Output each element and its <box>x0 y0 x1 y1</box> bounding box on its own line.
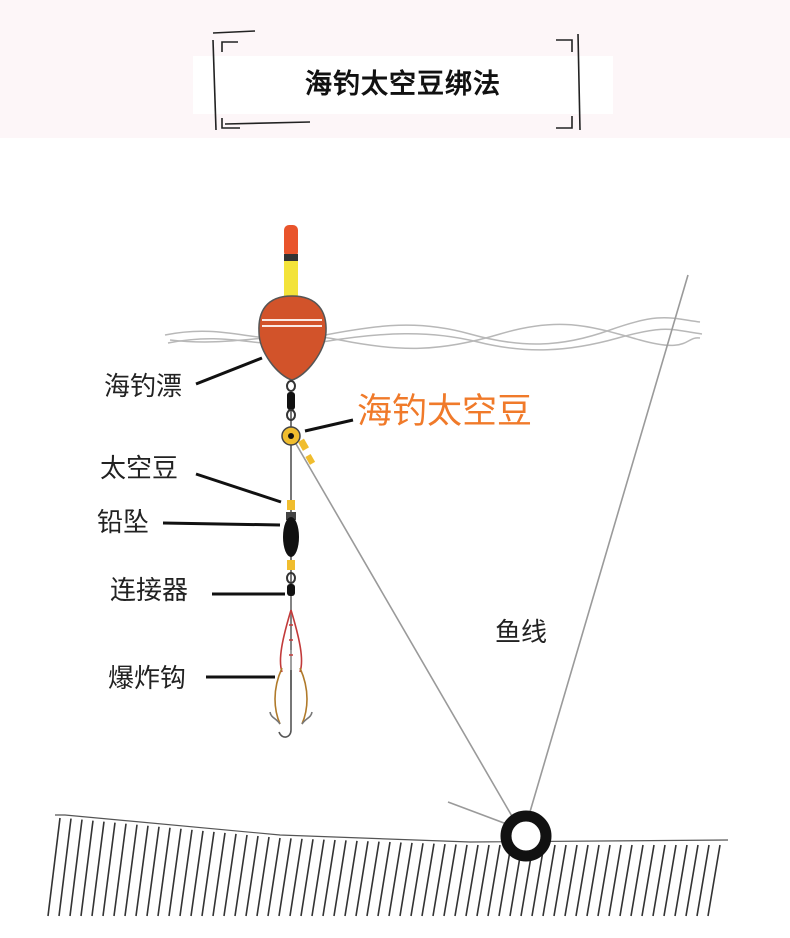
page-title: 海钓太空豆绑法 <box>305 69 501 100</box>
label-float: 海钓漂 <box>104 372 183 402</box>
leader-float <box>195 356 263 386</box>
space-bean <box>287 500 295 510</box>
label-bead: 太空豆 <box>100 454 179 484</box>
treble-hook-icon <box>269 596 313 738</box>
label-highlight: 海钓太空豆 <box>357 392 533 432</box>
title-box <box>193 56 613 114</box>
label-leaders <box>162 356 354 679</box>
line-stub <box>447 801 513 827</box>
float-band <box>284 261 298 299</box>
label-hook: 爆炸钩 <box>108 664 187 694</box>
label-line: 鱼线 <box>495 618 548 648</box>
line-to-ring <box>291 436 521 831</box>
fishing-line <box>291 274 689 831</box>
float <box>258 225 327 381</box>
space-bean-highlight <box>281 426 316 465</box>
float-body <box>258 295 327 381</box>
swivel-icon <box>286 380 296 421</box>
leader-sinker <box>162 521 281 527</box>
label-sinker: 铅坠 <box>97 508 150 538</box>
label-connector: 连接器 <box>110 576 189 606</box>
connector-icon <box>286 572 296 596</box>
leader-bead <box>195 472 282 504</box>
water-surface <box>164 317 703 351</box>
sinker-bead <box>287 560 295 570</box>
title-brackets <box>212 30 581 131</box>
line-to-rod <box>526 274 689 823</box>
leader-highlight <box>304 418 354 433</box>
float-tip <box>284 225 298 257</box>
bead-stopper <box>286 512 296 520</box>
sinker <box>283 517 299 557</box>
ring-icon <box>500 810 552 862</box>
seabed <box>47 814 729 917</box>
